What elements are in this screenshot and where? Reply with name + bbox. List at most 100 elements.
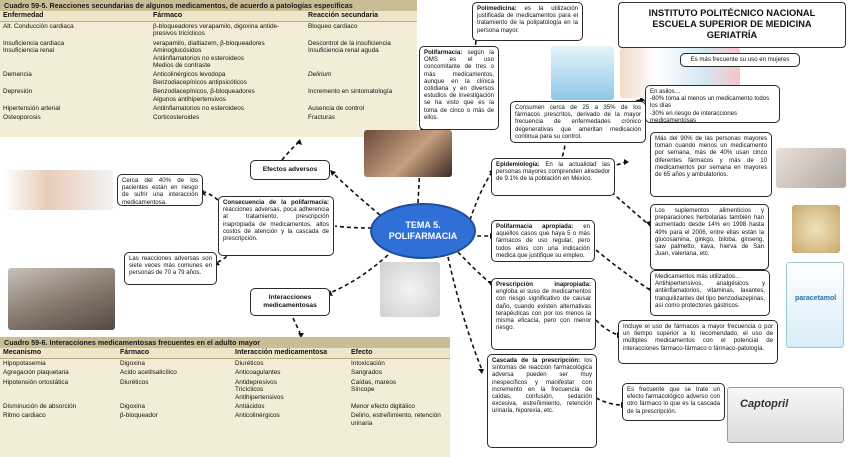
frecuente-efecto-box: Es frecuente que se trate un efecto farm… <box>622 383 725 421</box>
table-cell: Diuréticos <box>120 378 149 386</box>
box-title: Polifarmacia apropiada: <box>496 223 574 230</box>
node-label: Efectos adversos <box>262 166 318 173</box>
title-line: ESCUELA SUPERIOR DE MEDICINA <box>652 19 812 29</box>
table-cell: Depresión <box>3 88 33 96</box>
cascada-box: Cascada de la prescripción: los síntomas… <box>487 354 597 448</box>
central-topic-node: TEMA 5. POLIFARMACIA <box>370 203 476 259</box>
prescripcion-inapropiada-box: Prescripción inapropiada: engloba el sus… <box>491 278 596 350</box>
mas90-box: Más del 90% de las personas mayores toma… <box>650 132 772 197</box>
consecuencia-box: Consecuencia de la polifarmacia: reaccio… <box>218 196 334 256</box>
table-cell: Descontrol de la insuficiencia Insuficie… <box>308 39 391 55</box>
box-text: en aquellos casos que haya 5 o más fárma… <box>496 223 590 259</box>
table-cell: Alt. Conducción cardiaca <box>3 23 74 30</box>
institution-title: INSTITUTO POLITÉCNICO NACIONAL ESCUELA S… <box>618 2 846 48</box>
box-text: los síntomas de reacción farmacológica a… <box>492 357 592 415</box>
table-cell: Delirium <box>308 71 332 79</box>
paracetamol-label: paracetamol <box>795 295 837 302</box>
box-text: En la actualidad las personas mayores co… <box>496 161 610 183</box>
adverse-reactions-table: Cuadro 59-5. Reacciones secundarias de a… <box>0 0 417 137</box>
cerca40-box: Cerca del 40% de los pacientes están en … <box>117 174 203 206</box>
table-cell: Diuréticos <box>235 360 264 367</box>
column-header: Reacción secundaria <box>308 12 379 19</box>
box-title: Prescripción inapropiada: <box>496 281 591 288</box>
consumen-box: Consumen cerca de 25 a 35% de los fármac… <box>510 101 646 143</box>
box-title: Polifarmacia: <box>424 49 463 56</box>
herbal-roots-photo <box>792 205 840 253</box>
table-cell: β-bloqueador <box>120 412 158 420</box>
box-title: Consecuencia de la polifarmacia: <box>223 199 329 206</box>
table-cell: Bloqueo cardiaco <box>308 23 358 30</box>
box-text: Los suplementos alimenticios y preparaci… <box>655 207 764 258</box>
table-cell: Anticoagulantes <box>235 369 281 377</box>
suplementos-box: Los suplementos alimenticios y preparaci… <box>650 204 769 270</box>
center-line: TEMA 5. <box>405 220 441 230</box>
table-cell: Sangrados <box>351 369 382 377</box>
table-cell: Hipopotasemia <box>3 360 46 367</box>
column-header: Efecto <box>351 349 373 356</box>
column-header: Fármaco <box>153 12 183 19</box>
box-title: Cascada de la prescripción: <box>492 357 581 364</box>
mujeres-box: Es más frecuente su uso en mujeres <box>680 53 800 67</box>
asilos-box: En asilos… -80% toma al menos un medicam… <box>645 85 780 123</box>
table-caption: Cuadro 59-6. Interacciones medicamentosa… <box>0 337 450 348</box>
incluye-box: Incluye el uso de fármacos a mayor frecu… <box>618 320 778 364</box>
box-text: Incluye el uso de fármacos a mayor frecu… <box>623 323 773 352</box>
box-text: Es frecuente que se trate un efecto farm… <box>627 386 720 415</box>
title-line: GERIATRÍA <box>706 30 758 40</box>
box-text: Las reacciones adversas son siete veces … <box>129 255 212 277</box>
table-cell: Caídas, mareos Síncope <box>351 378 397 394</box>
table-cell: Insuficiencia cardiaca Insuficiencia ren… <box>3 39 65 55</box>
table-cell: Fracturas <box>308 114 335 122</box>
polifarmacia-apropiada-box: Polifarmacia apropiada: en aquellos caso… <box>491 220 595 262</box>
box-text: según la OMS es el uso concomitante de t… <box>424 49 494 121</box>
pharmacist-illustration <box>551 46 614 100</box>
medicamentos-utilizados-box: Medicamentos más utilizados… Antihiperte… <box>650 270 770 316</box>
table-row: Insuficiencia cardiaca Insuficiencia ren… <box>0 40 417 70</box>
table-cell: Hipotensión ortostática <box>3 378 69 386</box>
drug-interactions-table: Cuadro 59-6. Interacciones medicamentosa… <box>0 337 450 457</box>
center-line: POLIFARMACIA <box>388 231 458 241</box>
epidemiologia-box: Epidemiología: En la actualidad las pers… <box>491 158 615 196</box>
table-cell: Osteoporosis <box>3 114 41 122</box>
table-cell: Ausencia de control <box>308 105 365 113</box>
polifarmacia-box: Polifarmacia: según la OMS es el uso con… <box>419 46 499 130</box>
box-text: En asilos… -80% toma al menos un medicam… <box>650 88 770 123</box>
table-cell: Disminución de absorción <box>3 403 77 411</box>
elderly-man-photo <box>8 268 115 330</box>
table-row: Agregación plaquetaria Ácido acetilsalicí… <box>0 369 450 376</box>
table-cell: Ácido acetilsalicílico <box>120 369 177 377</box>
title-line: INSTITUTO POLITÉCNICO NACIONAL <box>648 8 816 18</box>
box-text: Más del 90% de las personas mayores toma… <box>655 135 767 179</box>
box-text: reacciones adversas, poca adherencia al … <box>223 206 329 243</box>
table-cell: β-bloqueadores verapamilo, digoxina anti… <box>153 23 280 38</box>
table-cell: Corticosteroides <box>153 114 200 122</box>
polimedicina-box: Polimedicina: es la utilización justific… <box>472 2 583 41</box>
hands-pills-photo <box>364 130 452 177</box>
table-cell: Agregación plaquetaria <box>3 369 69 377</box>
table-cell: Antidepresivos Tricíclicos Antihipertens… <box>235 378 284 401</box>
cartoon-person-illustration <box>380 262 440 317</box>
box-title: Polimedicina: <box>477 5 517 12</box>
table-cell: Delirio, estreñimiento, retención urinar… <box>351 412 441 427</box>
table-row: Osteoporosis Corticosteroides Fracturas <box>0 114 417 121</box>
table-cell: Antiinflamatorios no esteroideos <box>153 105 244 113</box>
box-title: Epidemiología: <box>496 161 540 168</box>
column-header: Enfermedad <box>3 12 44 19</box>
table-cell: Digoxina <box>120 360 145 367</box>
table-cell: verapamilo, dialtiazem, β-bloqueadores A… <box>153 39 265 70</box>
captopril-box-photo: Captopril <box>727 387 844 443</box>
node-label: Interacciones medicamentosas <box>263 294 317 309</box>
box-text: Cerca del 40% de los pacientes están en … <box>122 177 198 206</box>
table-row: Alt. Conducción cardiaca β-bloqueadores v… <box>0 23 417 38</box>
table-cell: Incremento en sintomatología <box>308 88 393 96</box>
pill-organizer-photo <box>776 148 846 188</box>
captopril-label: Captopril <box>740 398 789 410</box>
box-text: Medicamentos más utilizados… Antihiperte… <box>655 273 765 309</box>
interacciones-node: Interacciones medicamentosas <box>250 288 330 316</box>
paracetamol-box-photo: paracetamol <box>786 262 844 348</box>
